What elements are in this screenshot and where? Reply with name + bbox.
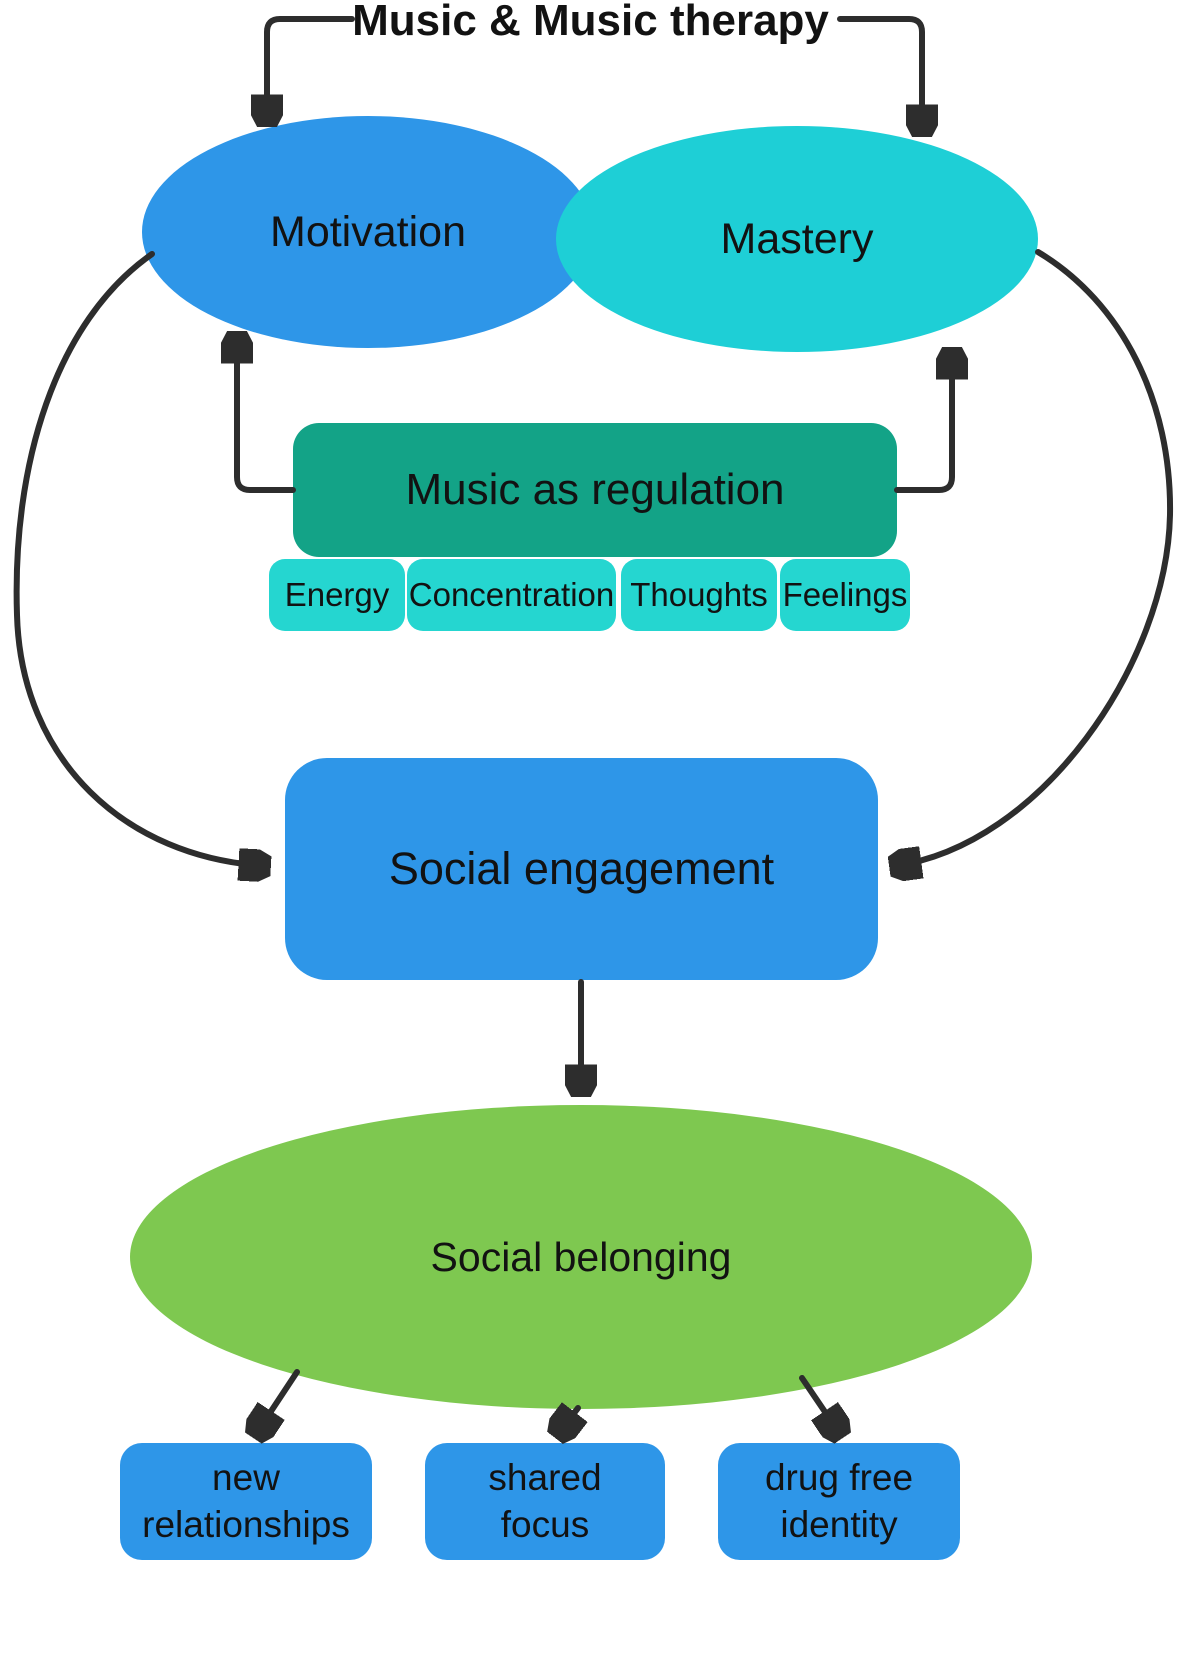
- chip-thoughts: Thoughts: [621, 559, 777, 631]
- drug-free-identity-line2: identity: [780, 1503, 898, 1545]
- arrow-regulation-to-motivation: [237, 336, 296, 493]
- arrow-regulation-to-mastery: [894, 352, 952, 493]
- arrow-mastery-to-engagement: [894, 249, 1174, 866]
- node-drug-free-identity: drug free identity: [718, 1443, 960, 1560]
- shared-focus-line2: focus: [500, 1503, 590, 1545]
- new-relationships-line1: new: [212, 1456, 280, 1498]
- chip-energy: Energy: [269, 559, 405, 631]
- node-motivation: Motivation: [142, 116, 594, 348]
- node-social-belonging: Social belonging: [130, 1105, 1032, 1409]
- node-social-engagement: Social engagement: [285, 758, 878, 980]
- node-mastery: Mastery: [556, 126, 1038, 352]
- node-new-relationships: new relationships: [120, 1443, 372, 1560]
- chip-energy-label: Energy: [284, 576, 390, 613]
- social-engagement-label: Social engagement: [388, 843, 775, 894]
- node-shared-focus: shared focus: [425, 1443, 665, 1560]
- arrow-belonging-to-shared-focus: [558, 1408, 578, 1434]
- diagram-title: Music & Music therapy: [352, 0, 829, 45]
- arrow-belonging-to-new-relationships: [256, 1369, 300, 1434]
- social-belonging-label: Social belonging: [430, 1233, 732, 1280]
- chip-concentration: Concentration: [407, 559, 616, 631]
- chip-thoughts-label: Thoughts: [630, 576, 768, 613]
- motivation-label: Motivation: [270, 207, 466, 256]
- chip-feelings-label: Feelings: [782, 576, 908, 613]
- arrow-motivation-to-engagement: [13, 251, 266, 866]
- new-relationships-line2: relationships: [142, 1503, 350, 1545]
- drug-free-identity-line1: drug free: [764, 1456, 914, 1498]
- shared-focus-line1: shared: [488, 1456, 602, 1498]
- chip-feelings: Feelings: [780, 559, 910, 631]
- chip-concentration-label: Concentration: [408, 576, 615, 613]
- regulation-label: Music as regulation: [405, 465, 785, 514]
- node-music-as-regulation: Music as regulation: [293, 423, 897, 557]
- mastery-label: Mastery: [720, 214, 874, 263]
